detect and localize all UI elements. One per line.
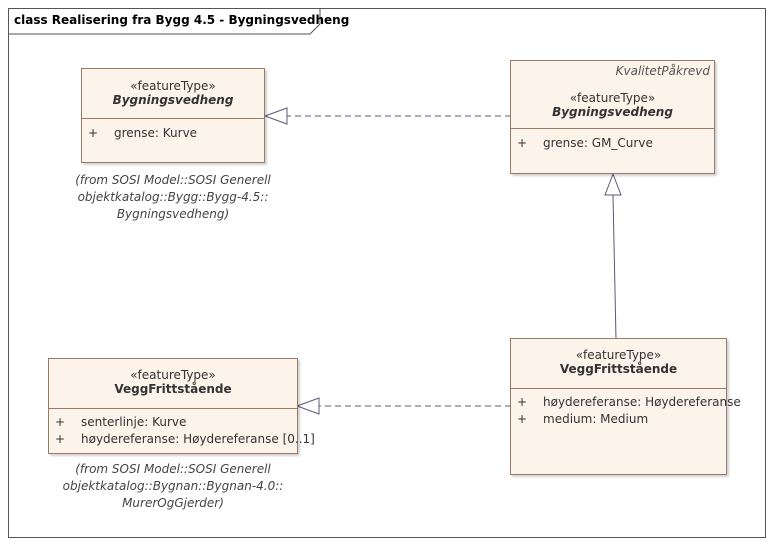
attribute-row: + grense: GM_Curve — [517, 135, 708, 152]
generalization-line — [612, 194, 617, 340]
realization-arrowhead-bygningsvedheng — [263, 107, 288, 125]
attribute-compartment: + grense: GM_Curve — [511, 129, 714, 156]
visibility-marker: + — [55, 415, 66, 429]
generalization-arrowhead — [604, 172, 622, 196]
diagram-frame — [8, 8, 766, 538]
attribute-text: medium: Medium — [543, 412, 649, 426]
stereotype-label: «featureType» — [130, 79, 216, 93]
from-line: (from SOSI Model::SOSI Generell — [75, 462, 271, 476]
tagged-value-label: KvalitetPåkrevd — [615, 64, 710, 78]
stereotype-label: «featureType» — [575, 348, 662, 362]
class-bygningsvedheng-left[interactable]: «featureType» Bygningsvedheng + grense: … — [81, 68, 265, 163]
attribute-text: senterlinje: Kurve — [81, 415, 187, 429]
from-package-note-bygningsvedheng: (from SOSI Model::SOSI Generell objektka… — [62, 172, 284, 223]
attribute-row: + senterlinje: Kurve — [55, 414, 291, 431]
attribute-compartment: + høydereferanse: Høydereferanse + mediu… — [511, 389, 741, 432]
visibility-marker: + — [517, 395, 528, 409]
class-veggfrittstaende-left[interactable]: «featureType» VeggFrittstående + senterl… — [48, 358, 315, 454]
class-name: Bygningsvedheng — [112, 93, 234, 107]
attribute-row: + grense: Kurve — [88, 125, 258, 142]
frame-title: class Realisering fra Bygg 4.5 - Bygning… — [14, 13, 350, 27]
visibility-marker: + — [55, 432, 66, 446]
from-line: Bygningsvedheng) — [116, 207, 230, 221]
attribute-row: + medium: Medium — [517, 411, 720, 428]
stereotype-label: «featureType» — [569, 91, 656, 105]
class-veggfrittstaende-right[interactable]: «featureType» VeggFrittstående + høydere… — [510, 338, 741, 475]
stereotype-label: «featureType» — [130, 368, 216, 382]
from-line: objektkatalog::Bygnan::Bygnan-4.0:: — [62, 479, 284, 493]
attribute-compartment: + senterlinje: Kurve + høydereferanse: H… — [49, 409, 315, 452]
class-header: «featureType» VeggFrittstående — [49, 359, 297, 409]
class-bygningsvedheng-right[interactable]: KvalitetPåkrevd «featureType» Bygningsve… — [510, 60, 715, 174]
attribute-text: grense: Kurve — [114, 126, 198, 140]
class-name: VeggFrittstående — [114, 382, 232, 396]
attribute-text: grense: GM_Curve — [543, 136, 653, 150]
from-line: MurerOgGjerder) — [122, 496, 224, 510]
from-line: objektkatalog::Bygg::Bygg-4.5:: — [77, 190, 269, 204]
attribute-compartment: + grense: Kurve — [82, 119, 264, 146]
attribute-row: + høydereferanse: Høydereferanse [0..1] — [55, 431, 315, 448]
realization-arrowhead-vegg — [295, 397, 320, 415]
class-header: KvalitetPåkrevd «featureType» Bygningsve… — [511, 61, 714, 129]
attribute-text: høydereferanse: Høydereferanse — [543, 395, 741, 409]
class-name: Bygningsvedheng — [552, 105, 673, 119]
class-name: VeggFrittstående — [559, 362, 678, 376]
visibility-marker: + — [517, 412, 528, 426]
frame-tab-outline — [8, 8, 321, 35]
visibility-marker: + — [88, 126, 99, 140]
from-line: (from SOSI Model::SOSI Generell — [75, 173, 271, 187]
from-package-note-veggfrittstaende: (from SOSI Model::SOSI Generell objektka… — [55, 461, 291, 512]
attribute-text: høydereferanse: Høydereferanse [0..1] — [81, 432, 315, 446]
class-header: «featureType» Bygningsvedheng — [82, 69, 264, 119]
attribute-row: + høydereferanse: Høydereferanse — [517, 394, 741, 411]
visibility-marker: + — [517, 136, 528, 150]
class-header: «featureType» VeggFrittstående — [511, 339, 726, 389]
